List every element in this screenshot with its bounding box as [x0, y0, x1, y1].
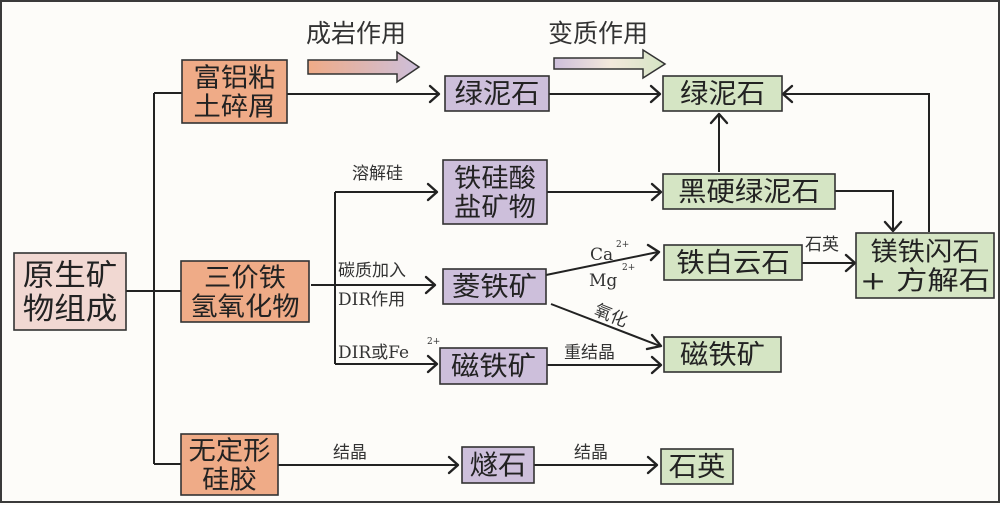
- node-box: [663, 336, 782, 373]
- edge-stilpnomelane-to-grunerite: [835, 190, 894, 230]
- node-magnetite-d: 磁铁矿: [439, 347, 548, 385]
- node-ankerite: 铁白云石: [663, 244, 803, 281]
- node-label-line: 三价铁: [204, 263, 286, 293]
- node-chlorite-d: 绿泥石: [444, 75, 550, 112]
- node-label-line: 硅胶: [202, 465, 257, 495]
- node-box: [662, 75, 783, 112]
- node-label-line: 绿泥石: [680, 79, 765, 110]
- label-ca: Ca: [590, 245, 613, 265]
- node-label-line: 无定形: [189, 436, 271, 466]
- node-box: [13, 252, 127, 331]
- node-grunerite: 镁铁闪石+ 方解石: [855, 232, 995, 299]
- node-label-line: 物组成: [23, 292, 117, 327]
- label-dissolved-si: 溶解硅: [352, 164, 403, 184]
- nodes: 原生矿物组成富铝粘土碎屑三价铁氢氧化物无定形硅胶绿泥石铁硅酸盐矿物菱铁矿磁铁矿燧…: [13, 59, 995, 496]
- arrowhead: [426, 354, 439, 374]
- label-dir-fe: DIR或Fe: [338, 343, 409, 363]
- label-dir: DIR作用: [338, 290, 405, 310]
- node-box: [855, 232, 995, 299]
- edges: [125, 84, 930, 475]
- node-stilpnomelane: 黑硬绿泥石: [662, 173, 836, 210]
- node-label-line: + 方解石: [860, 266, 990, 296]
- node-label-line: 菱铁矿: [452, 272, 537, 303]
- node-label-line: 石英: [669, 452, 726, 483]
- edge-siderite-to-magnetite: [550, 303, 661, 347]
- label-mg-charge: 2+: [622, 263, 635, 273]
- node-box: [180, 433, 279, 496]
- node-label-line: 富铝粘: [194, 63, 276, 93]
- node-quartz: 石英: [660, 448, 734, 485]
- edge-labels: 溶解硅 碳质加入 DIR作用 DIR或Fe 2+ Ca 2+ Mg 2+ 氧化 …: [333, 164, 839, 463]
- arrowhead: [424, 275, 437, 295]
- node-label-line: 原生矿: [23, 259, 117, 294]
- edge-grunerite-to-chlorite: [784, 93, 930, 232]
- label-mg: Mg: [589, 271, 617, 291]
- node-label-line: 黑硬绿泥石: [678, 177, 820, 208]
- diagenesis-stage-label: 成岩作用: [306, 19, 406, 48]
- node-label-line: 氢氧化物: [190, 292, 299, 322]
- label-quartz-in: 石英: [805, 235, 839, 255]
- label-crystal-1: 结晶: [333, 443, 367, 463]
- arrowhead: [650, 182, 663, 202]
- node-label-line: 磁铁矿: [451, 352, 536, 383]
- label-recrystal: 重结晶: [564, 343, 615, 363]
- label-fe-charge: 2+: [427, 337, 440, 347]
- node-box: [461, 446, 535, 484]
- label-ca-charge: 2+: [616, 240, 629, 250]
- node-box: [663, 244, 803, 281]
- node-chlorite-m: 绿泥石: [662, 75, 783, 112]
- arrowhead: [426, 182, 439, 202]
- arrowhead: [709, 112, 729, 125]
- node-magnetite-m: 磁铁矿: [663, 336, 782, 373]
- arrowhead: [428, 84, 441, 104]
- edge-siderite-to-ankerite: [545, 251, 659, 276]
- arrowhead: [883, 220, 903, 233]
- label-carbon-in: 碳质加入: [338, 261, 406, 281]
- node-chert: 燧石: [461, 446, 535, 484]
- arrowhead: [781, 84, 794, 104]
- node-box: [660, 448, 734, 485]
- node-box: [439, 347, 548, 385]
- node-label-line: 镁铁闪石: [870, 237, 979, 267]
- node-label-line: 绿泥石: [454, 79, 539, 110]
- node-label-line: 盐矿物: [454, 193, 536, 223]
- node-box: [442, 268, 547, 305]
- arrowhead: [650, 355, 663, 375]
- diagenesis-stage-arrow: [307, 50, 421, 84]
- node-box: [662, 173, 836, 210]
- node-box: [181, 59, 288, 124]
- arrowhead: [645, 333, 663, 351]
- node-box: [180, 260, 310, 323]
- node-box: [442, 159, 548, 225]
- arrowhead: [646, 243, 661, 262]
- node-label-line: 土碎屑: [194, 92, 276, 122]
- arrowhead: [844, 253, 857, 273]
- label-crystal-2: 结晶: [574, 443, 608, 463]
- node-siderite: 菱铁矿: [442, 268, 547, 305]
- arrowhead: [447, 455, 460, 475]
- node-label-line: 燧石: [470, 451, 527, 482]
- arrowhead: [649, 84, 662, 104]
- node-box: [444, 75, 550, 112]
- node-label-line: 铁硅酸: [454, 164, 536, 194]
- node-label-line: 铁白云石: [676, 248, 789, 279]
- arrowhead: [646, 455, 659, 475]
- node-label-line: 磁铁矿: [680, 340, 765, 371]
- metamorphism-stage-arrow: [553, 48, 667, 80]
- metamorphism-stage-label: 变质作用: [548, 19, 648, 48]
